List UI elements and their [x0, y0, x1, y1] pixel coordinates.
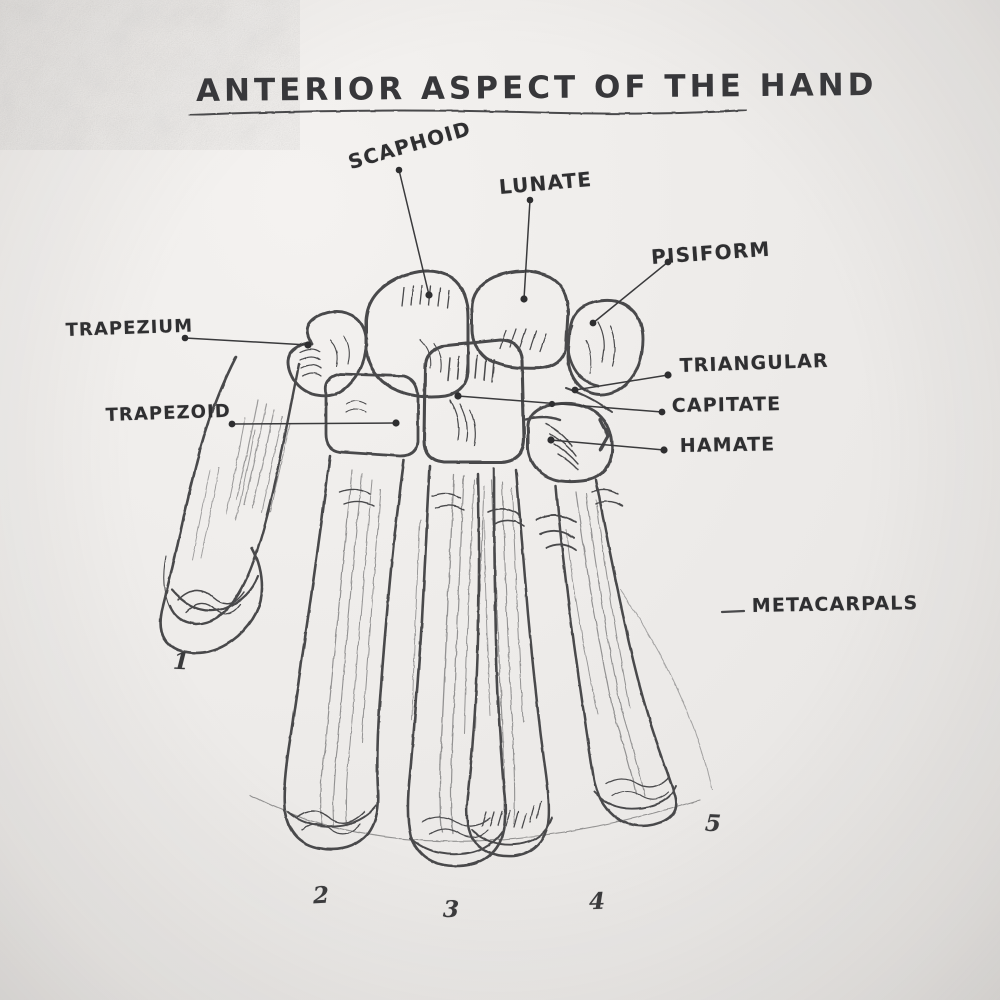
leader-lines-group	[181, 166, 672, 454]
leader-hamate	[547, 436, 668, 454]
bone-trapezium	[286, 310, 368, 398]
label-metacarpals: METACARPALS	[751, 592, 919, 617]
leader-scaphoid	[395, 166, 433, 299]
metacarpal-base-marks	[339, 488, 623, 551]
leader-trapezoid	[228, 419, 400, 428]
leader-trapezium	[181, 334, 312, 349]
label-trapezium: TRAPEZIUM	[65, 315, 194, 341]
metacarpal-2-shading	[320, 469, 382, 827]
metacarpal-2	[282, 454, 406, 851]
leader-triangular	[571, 371, 672, 394]
number-metacarpal-3: 3	[442, 895, 460, 924]
leader-lunate	[520, 196, 534, 303]
construction-arc	[249, 589, 713, 842]
bone-scaphoid	[364, 269, 470, 399]
metacarpal-3-shading	[411, 473, 485, 835]
metacarpals-dash-mark	[720, 609, 746, 614]
metacarpal-5-shading	[565, 491, 646, 797]
number-metacarpal-5: 5	[704, 809, 722, 838]
label-capitate: CAPITATE	[671, 393, 782, 417]
number-metacarpal-1: 1	[172, 647, 190, 676]
bone-triangular	[566, 298, 645, 396]
metacarpal-5	[554, 478, 678, 828]
thumb-shading	[191, 399, 291, 561]
number-metacarpal-2: 2	[312, 881, 330, 910]
label-trapezoid: TRAPEZOID	[105, 400, 232, 426]
bone-capitate	[422, 338, 526, 464]
bone-trapezoid	[323, 372, 420, 458]
bone-pisiform	[566, 324, 600, 388]
leader-capitate	[454, 392, 666, 416]
title-underline	[189, 109, 747, 116]
number-metacarpal-4: 4	[588, 887, 606, 916]
label-hamate: HAMATE	[679, 433, 776, 457]
leader-pisiform	[589, 258, 672, 327]
bone-hamate	[526, 401, 614, 484]
metacarpal-1-thumb	[159, 355, 301, 655]
metacarpal-4	[465, 468, 553, 858]
metacarpal-4-shading	[483, 479, 524, 825]
metacarpal-3	[406, 464, 507, 868]
carpal-junction-marks	[522, 387, 613, 452]
page-title: ANTERIOR ASPECT OF THE HAND	[195, 67, 878, 109]
